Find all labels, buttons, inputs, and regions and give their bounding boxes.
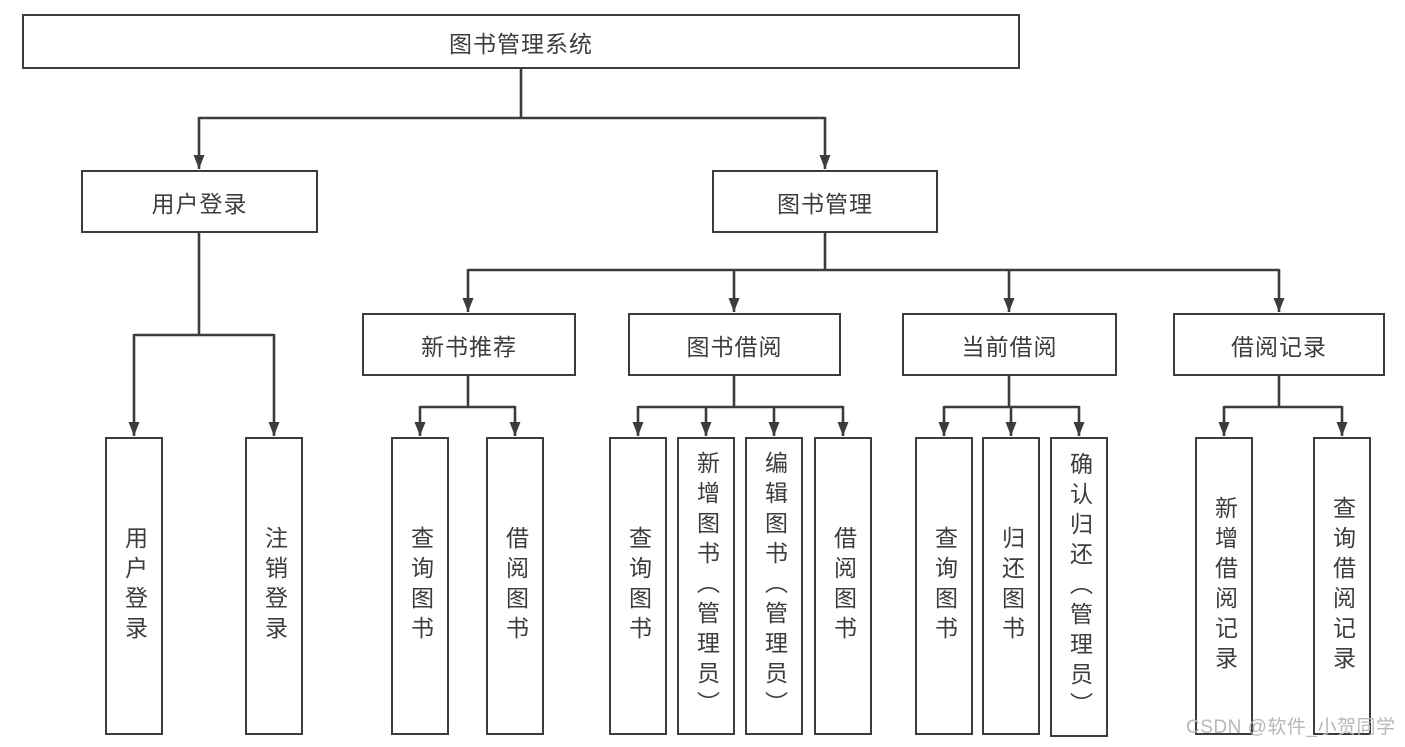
leaf-user-login: 用户登录 bbox=[105, 437, 163, 735]
csdn-watermark: CSDN @软件_小贺同学 bbox=[1186, 717, 1396, 738]
node-new-book-recommend: 新书推荐 bbox=[362, 313, 576, 376]
leaf-current-query-book: 查询图书 bbox=[915, 437, 973, 735]
node-book-management: 图书管理 bbox=[712, 170, 938, 233]
leaf-add-borrow-record: 新增借阅记录 bbox=[1195, 437, 1253, 735]
leaf-query-borrow-record: 查询借阅记录 bbox=[1313, 437, 1371, 735]
leaf-add-book-admin: 新增图书（管理员） bbox=[677, 437, 735, 735]
leaf-recommend-borrow-book: 借阅图书 bbox=[486, 437, 544, 735]
node-book-borrow: 图书借阅 bbox=[628, 313, 841, 376]
leaf-logout: 注销登录 bbox=[245, 437, 303, 735]
leaf-return-book: 归还图书 bbox=[982, 437, 1040, 735]
leaf-borrow-book: 借阅图书 bbox=[814, 437, 872, 735]
leaf-borrow-query-book: 查询图书 bbox=[609, 437, 667, 735]
node-library-system: 图书管理系统 bbox=[22, 14, 1020, 69]
leaf-recommend-query-book: 查询图书 bbox=[391, 437, 449, 735]
leaf-confirm-return-admin: 确认归还（管理员） bbox=[1050, 437, 1108, 737]
node-user-login: 用户登录 bbox=[81, 170, 318, 233]
leaf-edit-book-admin: 编辑图书（管理员） bbox=[745, 437, 803, 735]
node-borrow-record: 借阅记录 bbox=[1173, 313, 1385, 376]
node-current-borrow: 当前借阅 bbox=[902, 313, 1117, 376]
